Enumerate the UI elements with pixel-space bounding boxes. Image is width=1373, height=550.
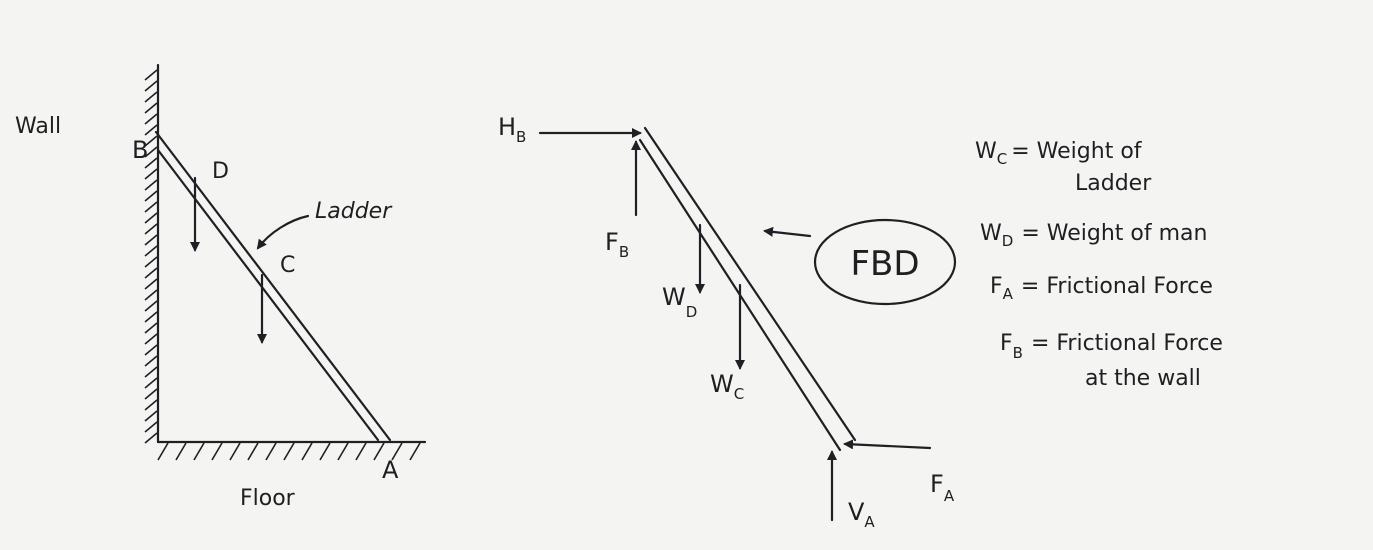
legend-item-fb: FB= Frictional Force — [1000, 331, 1223, 362]
hatch-mark — [144, 256, 158, 268]
fb-label: FB — [605, 228, 629, 261]
fbd-pointer-arrow — [763, 226, 812, 238]
fa-label: FA — [930, 470, 955, 505]
ladder-label: Ladder — [315, 199, 393, 224]
hatch-mark — [283, 442, 295, 461]
hatch-mark — [144, 212, 158, 224]
hatch-mark — [144, 234, 158, 246]
point-d-label: D — [212, 159, 229, 184]
floor-hatching — [157, 442, 421, 461]
hatch-mark — [144, 399, 158, 411]
hatch-mark — [373, 442, 385, 461]
legend-item-fa: FA= Frictional Force — [990, 274, 1213, 303]
hatch-mark — [301, 442, 313, 461]
hatch-mark — [144, 179, 158, 191]
hatch-mark — [144, 190, 158, 202]
hatch-mark — [409, 442, 421, 461]
hatch-mark — [229, 442, 241, 461]
hatch-mark — [144, 322, 158, 334]
force-arrow-fa — [843, 439, 932, 450]
hatch-mark — [144, 278, 158, 290]
hatch-mark — [144, 223, 158, 235]
hatch-mark — [144, 333, 158, 345]
legend-item-wc: WC= Weight of — [975, 139, 1143, 168]
hatch-mark — [144, 102, 158, 114]
wd-label: WD — [662, 283, 697, 321]
va-label: VA — [848, 498, 875, 531]
hatch-mark — [144, 344, 158, 356]
legend-item-wd: WD= Weight of man — [980, 221, 1207, 250]
floor — [156, 440, 427, 461]
point-b-label: B — [132, 136, 148, 164]
hatch-mark — [337, 442, 349, 461]
hatch-mark — [175, 442, 187, 461]
fbd-title: FBD — [850, 244, 919, 284]
hatch-mark — [211, 442, 223, 461]
wall — [144, 63, 160, 444]
hatch-mark — [144, 113, 158, 125]
hatch-mark — [144, 69, 158, 81]
hatch-mark — [144, 289, 158, 301]
floor-label: Floor — [240, 486, 296, 511]
hatch-mark — [157, 442, 169, 461]
hatch-mark — [144, 311, 158, 323]
hatch-mark — [144, 421, 158, 433]
hatch-mark — [144, 168, 158, 180]
legend: WC= Weight of Ladder WD= Weight of man F… — [975, 139, 1223, 391]
hatch-mark — [391, 442, 403, 461]
hatch-mark — [265, 442, 277, 461]
fbd-ellipse — [813, 218, 957, 306]
ladder — [154, 130, 392, 442]
hatch-mark — [144, 300, 158, 312]
legend-item-wc-cont: Ladder — [1075, 171, 1152, 196]
hatch-mark — [144, 355, 158, 367]
point-c-label: C — [280, 253, 295, 278]
hatch-mark — [144, 267, 158, 279]
legend-item-fb-cont: at the wall — [1085, 366, 1201, 391]
hatch-mark — [144, 366, 158, 378]
point-a-label: A — [382, 456, 399, 484]
hatch-mark — [144, 201, 158, 213]
hatch-mark — [144, 124, 158, 136]
hatch-mark — [144, 91, 158, 103]
hatch-mark — [247, 442, 259, 461]
hatch-mark — [144, 432, 158, 444]
hatch-mark — [144, 146, 158, 158]
hatch-mark — [193, 442, 205, 461]
wc-label: WC — [710, 370, 744, 403]
hatch-mark — [144, 80, 158, 92]
hatch-mark — [144, 157, 158, 169]
hatch-mark — [144, 135, 158, 147]
hb-label: HB — [498, 113, 526, 146]
hatch-mark — [144, 388, 158, 400]
hatch-mark — [319, 442, 331, 461]
hatch-mark — [355, 442, 367, 461]
ladder-pointer-arrow — [256, 214, 310, 250]
hatch-mark — [144, 245, 158, 257]
wall-label: Wall — [15, 114, 61, 139]
hatch-mark — [144, 410, 158, 422]
hatch-mark — [144, 377, 158, 389]
wall-hatching — [144, 69, 158, 444]
